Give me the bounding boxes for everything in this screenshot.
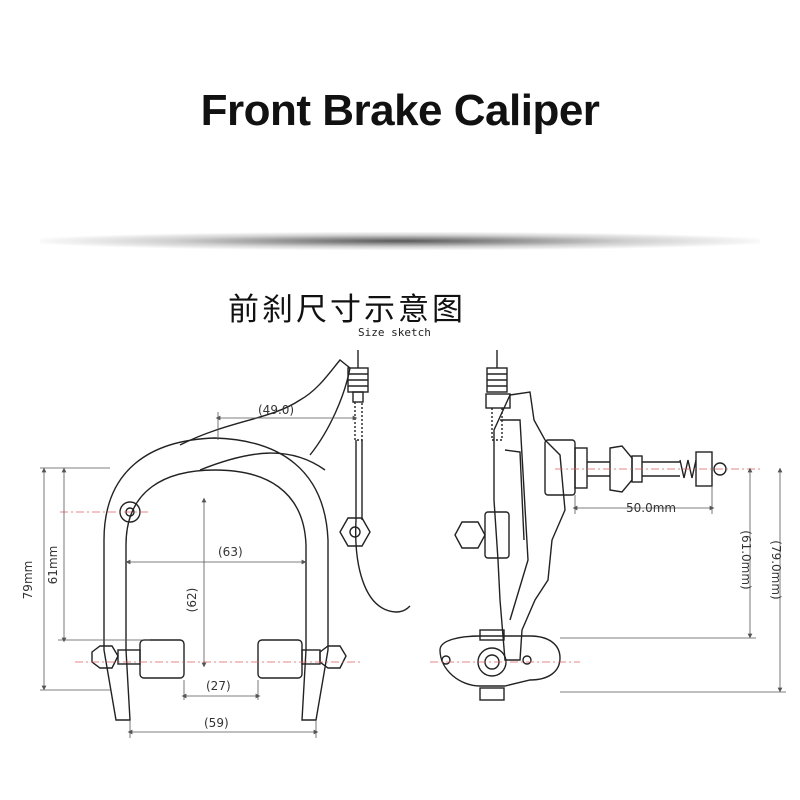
side-body [493, 391, 566, 661]
brake-pad-left [139, 639, 185, 679]
dim-pad-gap-label: (27) [206, 679, 231, 693]
brake-pad-right [257, 639, 303, 679]
front-view [91, 350, 411, 721]
dim-reach-min-label: (61.0mm) [739, 530, 753, 589]
caliper-arch-inner [125, 469, 307, 650]
dim-outer-width-label: (59) [204, 716, 229, 730]
diagram-heading-cn: 前刹尺寸示意图 [228, 292, 466, 328]
divider [40, 232, 760, 250]
dim-inner-width-label: (63) [218, 545, 243, 559]
diagram-heading-en: Size sketch [358, 326, 431, 339]
brake-cable [355, 440, 411, 613]
caliper-upper-arm [179, 359, 351, 456]
page-title: Front Brake Caliper [200, 86, 600, 135]
pad-nut-right [319, 645, 347, 669]
dim-outer-height-label: 79mm [21, 561, 35, 600]
dim-inner-height-label: 61mm [46, 546, 60, 585]
dim-reach-max-label: (79.0mm) [769, 540, 783, 599]
mount-washer [544, 439, 576, 496]
dim-pad-drop-label: (62) [185, 588, 199, 613]
dim-bolt-label: 50.0mm [626, 501, 676, 515]
side-pivot-nut [454, 521, 486, 549]
pad-mount [439, 635, 561, 687]
side-view [439, 350, 727, 701]
dim-arm-label: (49.0) [258, 403, 294, 417]
caliper-arch-outer [103, 437, 329, 650]
